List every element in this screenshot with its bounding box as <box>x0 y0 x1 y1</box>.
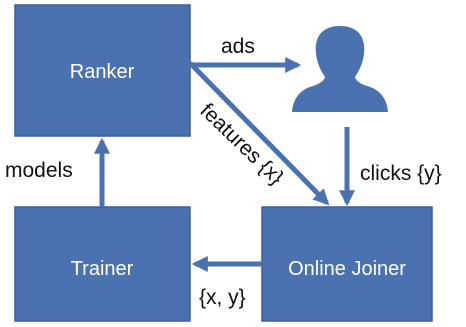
online-joiner-box <box>261 206 433 322</box>
trainer-box <box>14 206 191 322</box>
ranker-box <box>14 4 191 137</box>
trainer-label: Trainer <box>71 258 134 280</box>
online-joiner-node: Online Joiner <box>261 206 433 322</box>
xy-label: {x, y} <box>199 286 246 309</box>
ranker-label: Ranker <box>70 61 135 83</box>
online-joiner-label: Online Joiner <box>288 258 406 280</box>
models-label: models <box>5 159 73 182</box>
user-silhouette-icon <box>292 26 388 112</box>
features-arrow <box>188 61 330 206</box>
clicks-label: clicks {y} <box>360 162 442 185</box>
ranker-node: Ranker <box>14 4 191 137</box>
ads-label: ads <box>221 35 255 58</box>
trainer-node: Trainer <box>14 206 191 322</box>
